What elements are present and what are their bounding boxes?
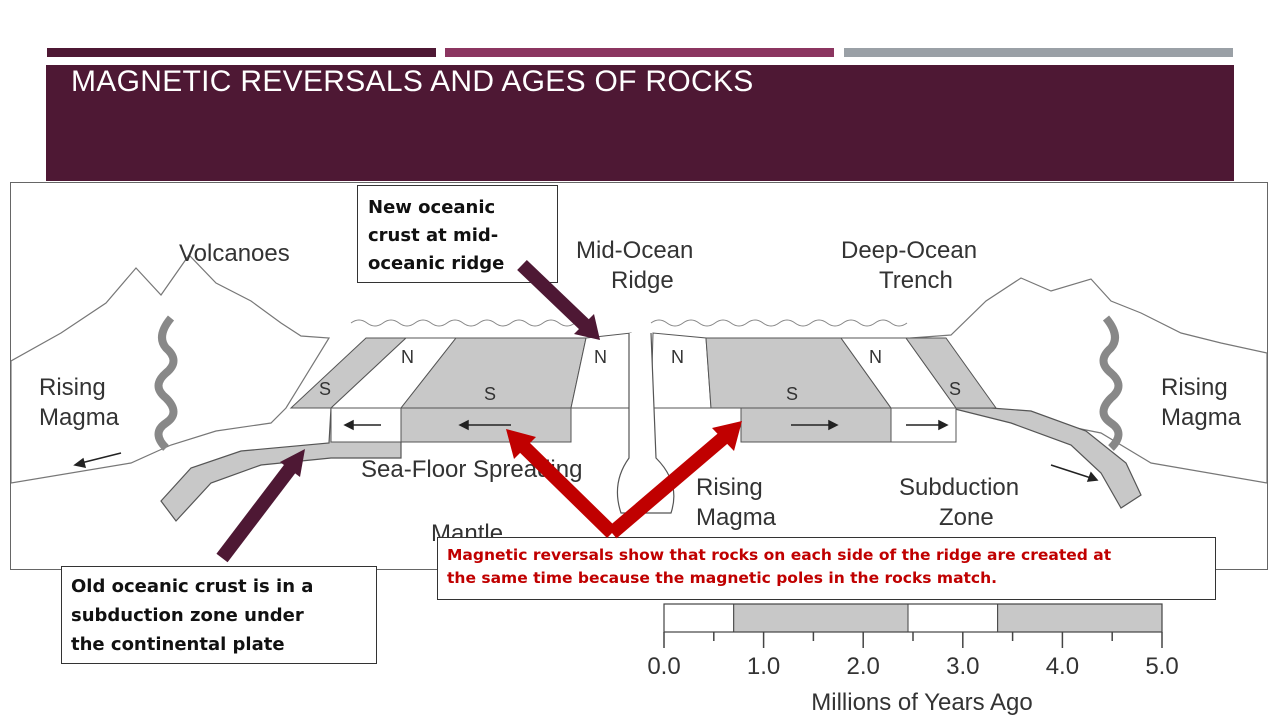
tick-label-3: 3.0 [946, 653, 979, 680]
polarity-timescale: 0.0 1.0 2.0 3.0 4.0 5.0 Millions of Years Ago [647, 603, 1179, 716]
label-rising-magma-center-2: Magma [696, 504, 777, 531]
label-rising-magma-right-2: Magma [1161, 404, 1242, 431]
label-ridge: Ridge [611, 267, 674, 294]
pole-n-3: N [671, 347, 684, 367]
callout-reversals-line-1: Magnetic reversals show that rocks on ea… [447, 546, 1112, 564]
left-magma-plume [154, 315, 178, 451]
pole-s-3: S [786, 384, 798, 404]
label-rising-magma-center-1: Rising [696, 474, 763, 501]
accent-bar-gray [844, 48, 1233, 57]
callout-old-crust-line-3: the continental plate [71, 634, 285, 655]
label-sea-floor-spreading: Sea-Floor Spreading [361, 456, 582, 483]
tick-label-2: 2.0 [847, 653, 880, 680]
label-rising-magma-right-1: Rising [1161, 374, 1228, 401]
callout-old-crust-line-2: subduction zone under [71, 605, 304, 626]
callout-new-crust-line-1: New oceanic [368, 197, 496, 218]
label-mid-ocean: Mid-Ocean [576, 237, 693, 264]
accent-bar-magenta [445, 48, 834, 57]
title-header: MAGNETIC REVERSALS AND AGES OF ROCKS [46, 65, 1234, 181]
crust-band-right-ridge [650, 332, 712, 409]
label-zone: Zone [939, 504, 994, 531]
label-rising-magma-left-1: Rising [39, 374, 106, 401]
plate-motion-arrows [73, 419, 1099, 482]
timescale-ticks: 0.0 1.0 2.0 3.0 4.0 5.0 [647, 632, 1179, 680]
pole-n-1: N [401, 347, 414, 367]
timescale-xlabel: Millions of Years Ago [811, 689, 1032, 716]
sea-floor-spreading-diagram: Volcanoes Mid-Ocean Ridge Deep-Ocean Tre… [10, 182, 1268, 570]
tick-label-4: 4.0 [1046, 653, 1079, 680]
label-trench: Trench [879, 267, 953, 294]
callout-old-crust: Old oceanic crust is in a subduction zon… [61, 566, 377, 664]
pole-s-4: S [949, 379, 961, 399]
callout-reversals-line-2: the same time because the magnetic poles… [447, 569, 998, 587]
callout-new-crust: New oceanic crust at mid- oceanic ridge [357, 185, 558, 283]
pole-s-2: S [484, 384, 496, 404]
polarity-band-4 [997, 603, 1163, 633]
tick-label-0: 0.0 [647, 653, 680, 680]
accent-bar-dark [47, 48, 436, 57]
callout-old-crust-line-1: Old oceanic crust is in a [71, 576, 314, 597]
right-subducting-slab [950, 407, 1142, 509]
polarity-band-2 [733, 603, 909, 633]
label-deep-ocean: Deep-Ocean [841, 237, 977, 264]
pole-n-2: N [594, 347, 607, 367]
callout-new-crust-line-2: crust at mid- [368, 225, 499, 246]
label-rising-magma-left-2: Magma [39, 404, 120, 431]
callout-new-crust-line-3: oceanic ridge [368, 253, 505, 274]
tick-label-5: 5.0 [1145, 653, 1178, 680]
label-subduction: Subduction [899, 474, 1019, 501]
pole-s-1: S [319, 379, 331, 399]
right-continent [909, 277, 1267, 484]
label-volcanoes: Volcanoes [179, 240, 290, 267]
slide-title: MAGNETIC REVERSALS AND AGES OF ROCKS [71, 65, 754, 98]
callout-magnetic-reversals: Magnetic reversals show that rocks on ea… [437, 537, 1216, 600]
diagram-illustration: Volcanoes Mid-Ocean Ridge Deep-Ocean Tre… [11, 237, 1267, 547]
tick-label-1: 1.0 [747, 653, 780, 680]
crust-band-right-outer [905, 337, 997, 409]
pole-n-4: N [869, 347, 882, 367]
polarity-band-1 [663, 603, 735, 633]
right-magma-plume [1099, 315, 1123, 451]
polarity-band-3 [907, 603, 999, 633]
polarity-bands [663, 603, 1163, 633]
ocean-surface [350, 319, 908, 327]
